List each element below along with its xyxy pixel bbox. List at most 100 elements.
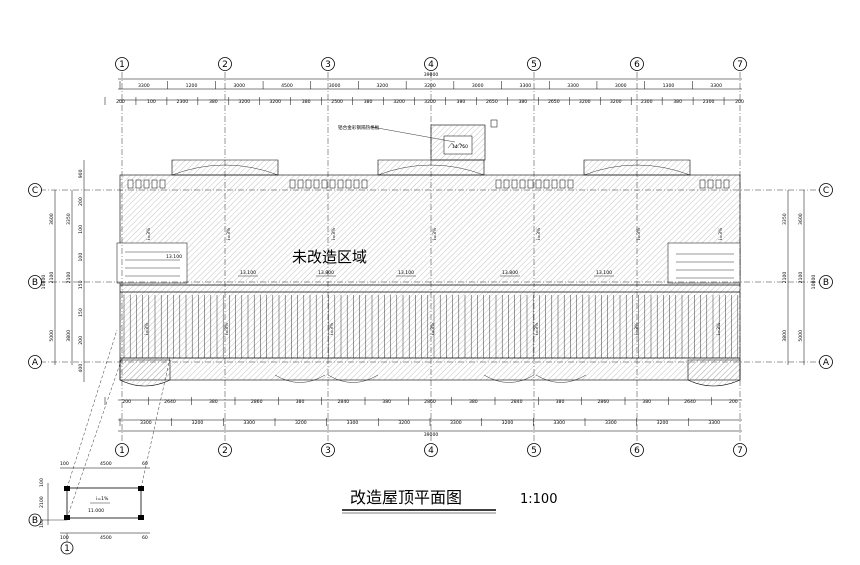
top-dim-row2-9: 3200 bbox=[393, 99, 405, 105]
bottom-dim-row2-7: 3200 bbox=[502, 420, 514, 426]
bottom-dim-row1-4: 380 bbox=[296, 399, 305, 405]
scale-text: 1:100 bbox=[520, 492, 557, 507]
row-axis-label-right-A: A bbox=[823, 358, 830, 368]
row-axis-bubble-left-B bbox=[28, 275, 42, 289]
column-axis-bubble-top-5 bbox=[527, 57, 541, 71]
slope-lower-3: i=3% bbox=[430, 322, 436, 335]
top-dim-row2-3: 380 bbox=[209, 99, 218, 105]
top-dim-row2-19: 2300 bbox=[703, 99, 715, 105]
top-dim-row1-7: 3000 bbox=[472, 83, 484, 89]
bottom-dim-row1-3: 2860 bbox=[251, 399, 263, 405]
left-inner-dim-2: 3800 bbox=[66, 330, 72, 342]
top-dim-row1-11: 1300 bbox=[663, 83, 675, 89]
bottom-dim-row1-0: 200 bbox=[122, 399, 131, 405]
detail-col-label: 1 bbox=[64, 544, 70, 554]
left-outer-dim-1: 2100 bbox=[49, 272, 55, 284]
detail-row-label: B bbox=[32, 516, 38, 526]
left-small-dim-7: 400 bbox=[78, 364, 84, 373]
left-small-dim-0: 900 bbox=[78, 169, 84, 178]
column-axis-label-top-6: 6 bbox=[634, 60, 640, 70]
column-axis-bubble-bottom-5 bbox=[527, 443, 541, 457]
slope-lower-1: i=3% bbox=[224, 322, 230, 335]
left-small-dim-4: 150 bbox=[78, 280, 84, 289]
column-axis-label-bottom-4: 4 bbox=[428, 446, 434, 456]
column-axis-label-top-1: 1 bbox=[119, 60, 125, 70]
right-inner-dim-0: 3350 bbox=[782, 213, 788, 225]
top-dim-row2-7: 2500 bbox=[331, 99, 343, 105]
detail-top-dim-0: 100 bbox=[60, 461, 69, 467]
bottom-dim-row2-0: 3300 bbox=[140, 420, 152, 426]
bottom-dim-row2-10: 3200 bbox=[657, 420, 669, 426]
top-dim-row2-5: 3200 bbox=[269, 99, 281, 105]
side-total-dim-right: 10800 bbox=[811, 275, 817, 290]
bottom-dim-row2-2: 3300 bbox=[243, 420, 255, 426]
top-dim-row2-11: 380 bbox=[457, 99, 466, 105]
right-inner-dim-1: 2100 bbox=[782, 272, 788, 284]
column-axis-label-bottom-7: 7 bbox=[737, 446, 743, 456]
top-dim-row1-10: 3000 bbox=[615, 83, 627, 89]
row-axis-bubble-right-A bbox=[819, 355, 833, 369]
bottom-dim-row1-7: 2860 bbox=[424, 399, 436, 405]
row-axis-label-left-A: A bbox=[32, 358, 39, 368]
column-axis-bubble-bottom-7 bbox=[733, 443, 747, 457]
row-axis-bubble-left-A bbox=[28, 355, 42, 369]
top-dim-row1-12: 3300 bbox=[710, 83, 722, 89]
slope-lower-0: i=3% bbox=[144, 322, 150, 335]
left-inner-dim-1: 2100 bbox=[66, 272, 72, 284]
row-axis-label-right-C: C bbox=[823, 186, 829, 196]
slope-upper-5: i=3% bbox=[636, 227, 642, 240]
column-axis-label-top-5: 5 bbox=[531, 60, 537, 70]
column-axis-bubble-top-7 bbox=[733, 57, 747, 71]
parapet-openings bbox=[127, 179, 730, 189]
bottom-dim-row1-10: 380 bbox=[556, 399, 565, 405]
bottom-dim-row1-8: 380 bbox=[469, 399, 478, 405]
bottom-dim-row1-2: 380 bbox=[209, 399, 218, 405]
slope-lower-2: i=3% bbox=[329, 322, 335, 335]
top-dim-row1-9: 3300 bbox=[567, 83, 579, 89]
elevation-1: 13.800 bbox=[318, 270, 334, 276]
column-axis-label-bottom-6: 6 bbox=[634, 446, 640, 456]
row-axis-label-left-B: B bbox=[32, 278, 38, 288]
left-small-dim-6: 200 bbox=[78, 336, 84, 345]
column-axis-bubble-top-4 bbox=[424, 57, 438, 71]
top-dim-row2-2: 2300 bbox=[177, 99, 189, 105]
side-total-dim-left: 10800 bbox=[41, 275, 47, 290]
top-dim-row2-8: 380 bbox=[364, 99, 373, 105]
bottom-dim-row2-6: 3300 bbox=[450, 420, 462, 426]
top-dim-row2-4: 3200 bbox=[238, 99, 250, 105]
slope-lower-5: i=3% bbox=[634, 322, 640, 335]
column-axis-bubble-bottom-1 bbox=[115, 443, 129, 457]
detail-top-dim-1: 4500 bbox=[100, 461, 112, 467]
bottom-dim-row1-12: 380 bbox=[642, 399, 651, 405]
skylight-elevation: 13.100 bbox=[166, 254, 182, 260]
left-small-dim-3: 100 bbox=[78, 253, 84, 262]
column-axis-label-bottom-2: 2 bbox=[222, 446, 228, 456]
bottom-dim-row1-13: 2640 bbox=[684, 399, 696, 405]
axis-grid bbox=[40, 72, 820, 442]
top-dim-row2-13: 380 bbox=[518, 99, 527, 105]
row-axis-bubble-right-C bbox=[819, 183, 833, 197]
left-small-dim-1: 200 bbox=[78, 197, 84, 206]
slope-upper-0: i=3% bbox=[146, 227, 152, 240]
drawing-title: 改造屋顶平面图 1:100 bbox=[342, 488, 557, 514]
detail-elevation: 11.000 bbox=[88, 508, 104, 514]
bottom-total-dim: 39000 bbox=[424, 432, 439, 438]
detail-left-dim-0: 100 bbox=[39, 478, 45, 487]
column-axis-label-top-4: 4 bbox=[428, 60, 434, 70]
top-dim-row2-1: 100 bbox=[147, 99, 156, 105]
top-dim-row1-6: 3200 bbox=[424, 83, 436, 89]
column-axis-bubble-top-2 bbox=[218, 57, 232, 71]
column-axis-label-bottom-3: 3 bbox=[325, 446, 331, 456]
column-axis-bubble-top-3 bbox=[321, 57, 335, 71]
top-dim-row1-5: 3200 bbox=[376, 83, 388, 89]
slope-lower-6: i=3% bbox=[716, 322, 722, 335]
top-dim-row2-14: 2650 bbox=[548, 99, 560, 105]
detail-bottom-dim-0: 100 bbox=[60, 535, 69, 541]
stair-elevation: 14.750 bbox=[452, 144, 468, 150]
column-axis-label-bottom-5: 5 bbox=[531, 446, 537, 456]
column-axis-bubble-bottom-3 bbox=[321, 443, 335, 457]
row-axis-bubble-left-C bbox=[28, 183, 42, 197]
top-dim-row2-12: 2650 bbox=[486, 99, 498, 105]
